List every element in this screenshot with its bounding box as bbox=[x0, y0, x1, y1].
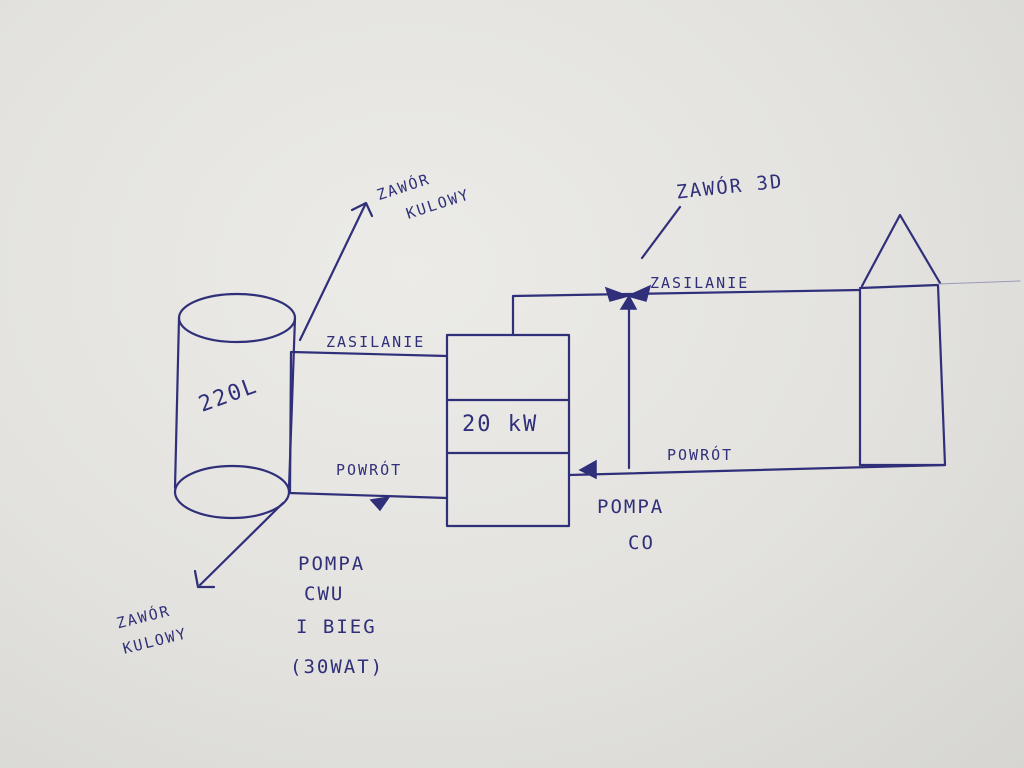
boiler-power-label: 20 kW bbox=[462, 412, 539, 437]
pump-co-label-line1: POMPA bbox=[597, 496, 665, 518]
right-return-pipe bbox=[567, 463, 947, 477]
pump-cwu-label-line4: (30WAT) bbox=[290, 656, 385, 678]
valve-bottom-left-leader bbox=[198, 501, 285, 587]
left-return-pipe bbox=[287, 491, 449, 500]
right-return-label: POWRÓT bbox=[667, 446, 734, 464]
pump-co-label-line2: CO bbox=[628, 532, 655, 554]
right-supply-pipe bbox=[511, 288, 862, 337]
boiler-unit bbox=[445, 333, 571, 528]
pump-cwu-label-line1: POMPA bbox=[298, 553, 366, 575]
valve-bottom-left-leader-arrow bbox=[193, 569, 216, 589]
left-return-label: POWRÓT bbox=[336, 461, 403, 479]
valve-3d-leader bbox=[640, 205, 682, 260]
valve-3d-symbol-right bbox=[625, 284, 652, 302]
left-supply-label: ZASILANIE bbox=[326, 333, 426, 351]
pump-co-arrow bbox=[578, 459, 597, 480]
pump-cwu-label-line2: CWU bbox=[304, 583, 345, 605]
pump-cwu-label-line3: I BIEG bbox=[296, 616, 377, 638]
radiator-building bbox=[858, 213, 1021, 467]
valve-top-left-leader bbox=[298, 203, 367, 342]
right-supply-label: ZASILANIE bbox=[650, 274, 750, 292]
valve-3d-symbol-left bbox=[604, 286, 631, 302]
tank-connector bbox=[288, 350, 293, 494]
valve-top-left-leader-arrow bbox=[350, 201, 374, 218]
left-supply-pipe bbox=[290, 350, 449, 358]
pump-cwu-arrow bbox=[369, 495, 391, 512]
valve-3d-symbol-bottom bbox=[619, 294, 638, 310]
